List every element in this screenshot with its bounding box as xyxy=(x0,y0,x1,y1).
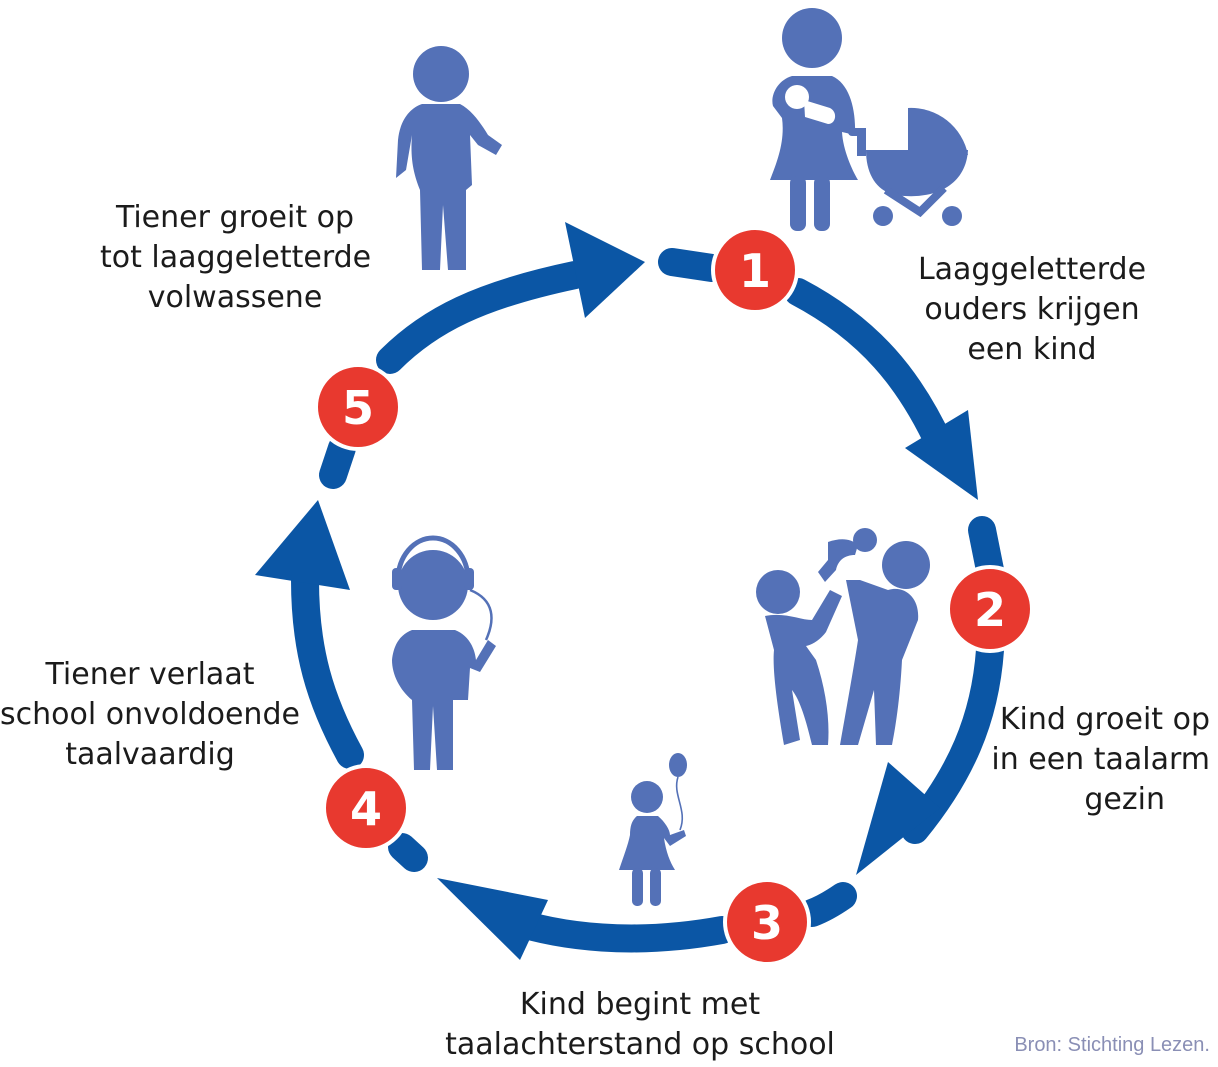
step-number-5: 5 xyxy=(342,381,374,435)
step-caption-3: Kind begint met taalachterstand op schoo… xyxy=(440,985,840,1065)
step-caption-5-line: tot laaggeletterde xyxy=(100,240,372,275)
arrowheads xyxy=(255,222,978,960)
step-caption-2: Kind groeit op in een taalarm gezin xyxy=(985,700,1210,820)
step-caption-5: Tiener groeit op tot laaggeletterde volw… xyxy=(100,198,372,318)
adult-person-icon xyxy=(396,46,502,270)
arc-4b-to-5 xyxy=(291,566,364,769)
parents-lifting-child-icon xyxy=(756,528,930,745)
step-caption-2-line: in een taalarm xyxy=(991,742,1210,777)
step-caption-4-line: taalvaardig xyxy=(65,737,235,772)
step-badge-3: 3 xyxy=(723,878,811,966)
arrowhead-to-2 xyxy=(905,410,978,500)
step-badge-4: 4 xyxy=(322,764,410,852)
arrowhead-to-3 xyxy=(856,762,940,875)
step-caption-4: Tiener verlaat school onvoldoende taalva… xyxy=(0,655,300,775)
arc-5b-to-1 xyxy=(376,261,589,374)
arc-3-to-4 xyxy=(798,882,857,927)
step-badge-2: 2 xyxy=(946,565,1034,653)
step-badge-5: 5 xyxy=(314,363,402,451)
step-number-1: 1 xyxy=(739,244,771,298)
step-caption-1-line: een kind xyxy=(967,332,1097,367)
step-badge-1: 1 xyxy=(711,226,799,314)
step-number-3: 3 xyxy=(751,896,783,950)
step-caption-3-line: taalachterstand op school xyxy=(445,1027,835,1062)
arc-1-start xyxy=(658,248,726,282)
step-caption-1-line: ouders krijgen xyxy=(924,292,1140,327)
step-caption-5-line: Tiener groeit op xyxy=(115,200,355,235)
step-caption-2-line: Kind groeit op xyxy=(999,702,1210,737)
girl-with-balloon-icon xyxy=(619,753,687,906)
step-caption-4-line: school onvoldoende xyxy=(0,697,300,732)
source-credit: Bron: Stichting Lezen. xyxy=(1014,1034,1210,1056)
arrowhead-to-1 xyxy=(565,222,645,318)
step-number-2: 2 xyxy=(974,583,1006,637)
step-caption-1-line: Laaggeletterde xyxy=(917,252,1147,287)
arrowhead-to-4 xyxy=(437,878,548,960)
step-caption-5-line: volwassene xyxy=(147,280,323,315)
arc-1-to-2 xyxy=(784,278,954,459)
cycle-arcs xyxy=(291,248,1004,953)
step-caption-2-line: gezin xyxy=(1084,782,1165,817)
step-caption-3-line: Kind begint met xyxy=(519,987,761,1022)
pram-icon xyxy=(848,107,968,226)
arrowhead-to-5 xyxy=(255,500,350,590)
teen-with-headphones-icon xyxy=(392,535,496,770)
step-number-4: 4 xyxy=(350,782,382,836)
arc-2-to-3 xyxy=(968,516,1004,584)
baby-icon xyxy=(785,85,836,124)
step-caption-4-line: Tiener verlaat xyxy=(45,657,255,692)
arc-4-to-5 xyxy=(388,833,428,872)
mother-with-baby-and-pram-icon xyxy=(770,8,968,231)
step-caption-1: Laaggeletterde ouders krijgen een kind xyxy=(912,250,1152,370)
arc-5-to-1 xyxy=(319,434,356,489)
